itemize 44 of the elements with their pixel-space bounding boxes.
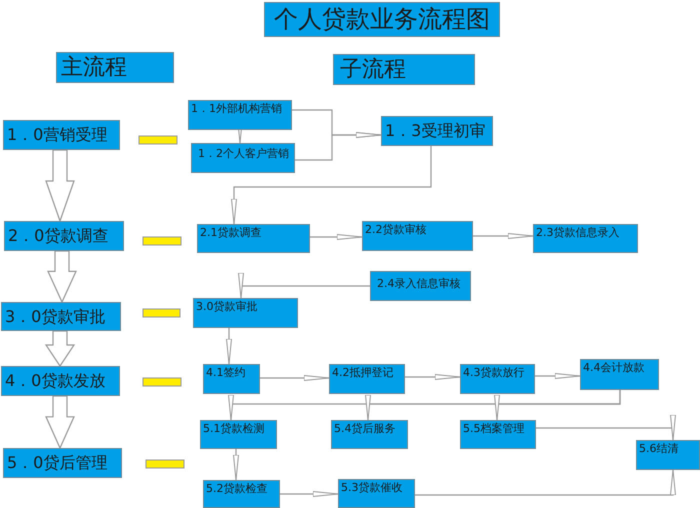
subprocess-box: 3.0贷款审批 <box>193 298 298 328</box>
arrow <box>494 390 621 420</box>
arrow <box>238 272 370 298</box>
arrow <box>473 233 534 239</box>
subprocess-box: 5.4贷后服务 <box>331 420 408 449</box>
process-box: 2．0贷款调查 <box>4 221 124 251</box>
arrow <box>405 374 460 380</box>
arrow <box>536 414 676 440</box>
block-arrow <box>45 395 75 450</box>
arrow <box>231 146 432 224</box>
block-arrow <box>45 149 75 223</box>
arrow <box>535 373 580 379</box>
arrow <box>415 470 676 496</box>
subprocess-box: 5.2贷款检查 <box>203 480 280 508</box>
subprocess-box: 4.1签约 <box>203 364 260 394</box>
subprocess-box: 5.5档案管理 <box>460 420 536 449</box>
subprocess-box: 1．1外部机构营销 <box>188 100 292 130</box>
process-box: 1．3受理初审 <box>381 116 493 146</box>
subprocess-box: 2.2贷款审核 <box>362 221 473 251</box>
block-arrow <box>47 250 77 304</box>
process-box: 1．0营销受理 <box>3 120 120 150</box>
subprocess-box: 4.2抵押登记 <box>329 364 405 394</box>
arrow <box>226 328 232 364</box>
process-box: 5．0贷后管理 <box>3 448 122 478</box>
block-arrow <box>44 330 76 368</box>
subprocess-box: 5.6结清 <box>636 440 700 470</box>
title-box: 个人贷款业务流程图 <box>264 2 500 37</box>
subprocess-box: 2.3贷款信息录入 <box>533 224 638 253</box>
subprocess-box: 4.3贷款放行 <box>460 364 535 394</box>
subprocess-box: 2.4录入信息审核 <box>370 271 471 301</box>
process-box: 子流程 <box>333 54 475 85</box>
arrow <box>260 375 330 381</box>
process-box: 主流程 <box>56 52 174 83</box>
subprocess-box: 5.1贷款检测 <box>200 420 277 449</box>
arrow <box>295 132 382 161</box>
subprocess-box: 1．2个人客户营销 <box>191 143 295 173</box>
process-box: 4．0贷款发放 <box>1 366 120 396</box>
arrow <box>280 491 338 497</box>
process-box: 3．0贷款审批 <box>1 302 121 331</box>
subprocess-box: 5.3贷款催收 <box>338 479 415 508</box>
arrow <box>310 234 362 240</box>
subprocess-box: 4.4会计放款 <box>580 359 659 390</box>
subprocess-box: 2.1贷款调查 <box>197 224 310 253</box>
arrow <box>233 449 239 480</box>
